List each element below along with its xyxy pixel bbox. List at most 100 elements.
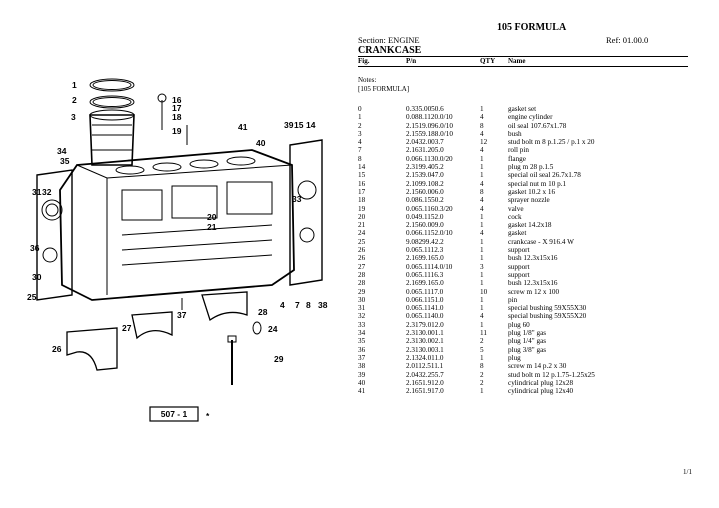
part-number: 2.3199.405.2	[406, 163, 444, 172]
part-qty: 1	[480, 171, 484, 180]
part-qty: 4	[480, 204, 484, 213]
part-fig: 37	[358, 353, 366, 362]
part-qty: 1	[480, 221, 484, 230]
callout-21: 21	[207, 222, 217, 232]
callout-32: 32	[42, 187, 52, 197]
part-fig: 38	[358, 362, 366, 371]
callout-27: 27	[122, 323, 132, 333]
part-group-title: CRANKCASE	[358, 45, 422, 56]
part-qty: 1	[480, 387, 484, 396]
part-number: 2.1699.165.0	[406, 254, 444, 263]
part-name: plug 1/4" gas	[508, 337, 547, 346]
part-number: 0.065.1116.3	[406, 270, 444, 279]
part-number: 2.1560.009.0	[406, 221, 444, 230]
engine-cylinder	[89, 114, 135, 166]
part-number: 2.1519.096.0/10	[406, 121, 453, 130]
part-fig: 34	[358, 329, 366, 338]
part-fig: 24	[358, 229, 366, 238]
part-qty: 2	[480, 370, 484, 379]
part-number: 0.065.1141.0	[406, 304, 444, 313]
callout-39: 39	[284, 120, 294, 130]
part-qty: 1	[480, 304, 484, 313]
callout-8: 8	[306, 300, 311, 310]
part-name: special oil seal 26.7x1.78	[508, 171, 581, 180]
part-name: cock	[508, 212, 522, 221]
part-name: gasket 10.2 x 16	[508, 187, 556, 196]
oil-seal-ring	[89, 95, 135, 109]
callout-37: 37	[177, 310, 187, 320]
part-fig: 19	[358, 204, 366, 213]
page-number: 1/1	[683, 468, 692, 476]
part-name: sprayer nozzle	[508, 196, 550, 205]
part-number: 2.0432.255.7	[406, 370, 444, 379]
part-qty: 12	[480, 138, 488, 147]
part-fig: 17	[358, 187, 366, 196]
part-name: cylindrical plug 12x40	[508, 387, 574, 396]
part-number: 2.1539.047.0	[406, 171, 444, 180]
part-number: 0.066.1152.0/10	[406, 229, 453, 238]
part-name: gasket set	[508, 105, 537, 113]
crankcase-exploded-diagram: 1 2 3 4 7 8 14 15 16 17 18 19 20 21 24 2…	[22, 70, 342, 450]
part-number: 2.0432.003.7	[406, 138, 444, 147]
part-number: 0.065.1117.0	[406, 287, 444, 296]
part-name: special bushing 59X55X30	[508, 304, 587, 313]
front-plate	[36, 169, 73, 301]
part-fig: 1	[358, 113, 362, 122]
part-name: bush 12.3x15x16	[508, 279, 558, 288]
part-fig: 27	[358, 262, 366, 271]
part-fig: 15	[358, 171, 366, 180]
part-qty: 4	[480, 113, 484, 122]
part-fig: 40	[358, 378, 366, 387]
part-fig: 28	[358, 279, 366, 288]
part-qty: 2	[480, 337, 484, 346]
part-qty: 1	[480, 295, 484, 304]
part-name: plug 1/8" gas	[508, 329, 547, 338]
col-header-fig: Fig.	[358, 57, 370, 65]
part-name: oil seal 107.67x1.78	[508, 121, 567, 130]
part-fig: 33	[358, 320, 366, 329]
col-header-pn: P/n	[406, 57, 417, 65]
part-name: roll pin	[508, 146, 529, 155]
callout-2: 2	[72, 95, 77, 105]
part-fig: 35	[358, 337, 366, 346]
part-name: bush 12.3x15x16	[508, 254, 558, 263]
part-name: screw m 14 p.2 x 30	[508, 362, 567, 371]
part-name: gasket	[508, 229, 527, 238]
part-number: 0.049.1152.0	[406, 212, 444, 221]
callout-1: 1	[72, 80, 77, 90]
part-fig: 2	[358, 121, 362, 130]
part-name: special nut m 10 p.1	[508, 179, 567, 188]
part-number: 2.1651.917.0	[406, 387, 444, 396]
part-qty: 4	[480, 312, 484, 321]
table-row: 31 0.065.1141.0 1 special bushing 59X55X30	[358, 304, 688, 312]
callout-3: 3	[71, 112, 76, 122]
part-fig: 31	[358, 304, 366, 313]
callout-25: 25	[27, 292, 37, 302]
part-fig: 21	[358, 221, 366, 230]
part-qty: 4	[480, 146, 484, 155]
part-qty: 8	[480, 362, 484, 371]
part-fig: 16	[358, 179, 366, 188]
diagram-ref-badge	[149, 406, 199, 422]
callout-34: 34	[57, 146, 67, 156]
callout-24: 24	[268, 324, 278, 334]
part-number: 2.1099.108.2	[406, 179, 444, 188]
callout-19: 19	[172, 126, 182, 136]
part-fig: 36	[358, 345, 366, 354]
part-qty: 1	[480, 279, 484, 288]
part-name: plug m 28 p.1.5	[508, 163, 554, 172]
